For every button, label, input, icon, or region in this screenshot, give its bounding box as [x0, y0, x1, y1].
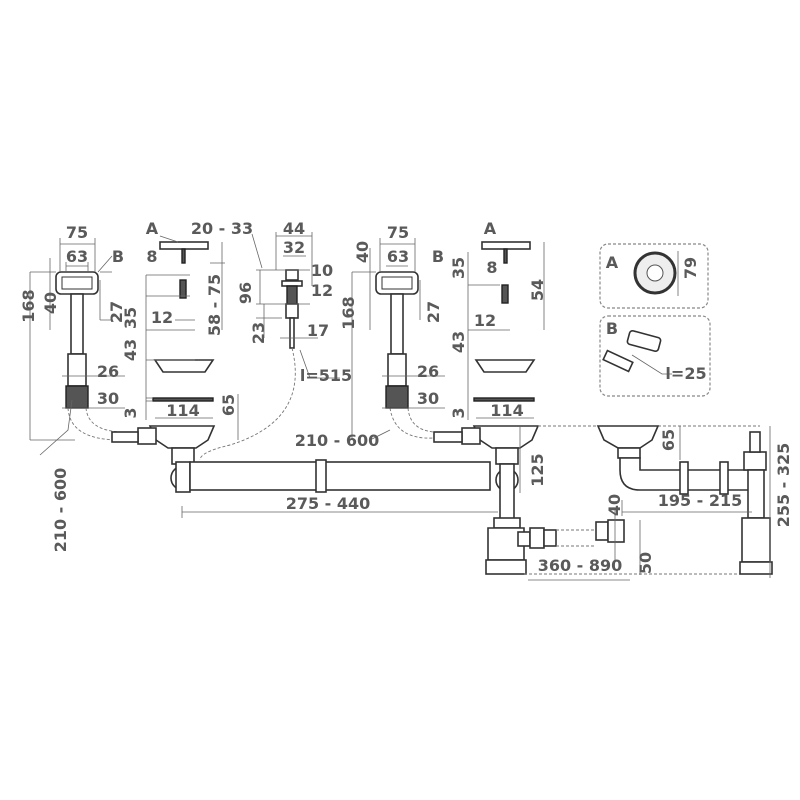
label-right-43: 43: [449, 331, 468, 353]
label-a: A: [146, 219, 159, 238]
label-3: 3: [121, 407, 140, 418]
label-32: 32: [283, 238, 305, 257]
push-button-part: [199, 232, 340, 461]
label-right-75: 75: [387, 223, 409, 242]
label-left-40: 40: [41, 292, 60, 314]
label-79: 79: [681, 257, 700, 279]
label-10: 10: [311, 261, 333, 280]
label-50: 50: [636, 552, 655, 574]
label-right-3: 3: [449, 407, 468, 418]
alt-bottle-trap: [741, 517, 771, 563]
label-left-26: 26: [97, 362, 119, 381]
inset-a: [599, 243, 709, 309]
label-right-63: 63: [387, 247, 409, 266]
button-cable: [199, 347, 296, 461]
label-left-75: 75: [66, 223, 88, 242]
label-left-63: 63: [66, 247, 88, 266]
label-left-b: B: [112, 247, 124, 266]
drain-outlet: [543, 529, 557, 547]
label-l-25: l=25: [665, 364, 706, 383]
strainer-screw: [179, 279, 187, 299]
alt-bowl-strainer: [596, 425, 660, 449]
label-inset-a: A: [606, 253, 619, 272]
dimension-labels: 75 63 B 168 40 27 26 30 210 - 600 A 20 -…: [19, 219, 793, 575]
label-inset-b: B: [606, 319, 618, 338]
label-8: 8: [146, 247, 157, 266]
inset-b: [599, 315, 711, 397]
label-12: 12: [151, 308, 173, 327]
button-cap: [285, 269, 299, 281]
label-right-35: 35: [449, 257, 468, 279]
label-left-210-600: 210 - 600: [51, 468, 70, 553]
label-17: 17: [307, 321, 329, 340]
left-overflow-connector: [111, 431, 139, 443]
label-255-325: 255 - 325: [774, 443, 793, 528]
label-44: 44: [283, 219, 305, 238]
label-l-515: l=515: [300, 366, 352, 385]
label-23: 23: [249, 322, 268, 344]
right-strainer-parts: [467, 241, 545, 420]
label-125: 125: [528, 453, 547, 486]
left-strainer-parts: [145, 233, 263, 440]
drain-adapter: [595, 521, 609, 541]
label-360-890: 360 - 890: [538, 556, 623, 575]
label-alt-65: 65: [659, 429, 678, 451]
label-54: 54: [528, 279, 547, 301]
label-right-26: 26: [417, 362, 439, 381]
strainer-cap: [159, 241, 209, 250]
label-right-168: 168: [339, 296, 358, 329]
label-275-440: 275 - 440: [286, 494, 371, 513]
overflow-hose: [67, 353, 87, 387]
label-right-30: 30: [417, 389, 439, 408]
label-210-600: 210 - 600: [295, 431, 380, 450]
label-40: 40: [605, 494, 624, 516]
connecting-pipe: [189, 461, 491, 491]
label-35: 35: [121, 307, 140, 329]
label-right-b: B: [432, 247, 444, 266]
label-right-27: 27: [424, 301, 443, 323]
left-bowl-strainer: [148, 425, 216, 449]
right-overflow-part: [351, 238, 445, 440]
label-43: 43: [121, 339, 140, 361]
overflow-stem: [70, 293, 84, 355]
label-right-40: 40: [353, 241, 372, 263]
label-right-8: 8: [486, 258, 497, 277]
label-65: 65: [219, 394, 238, 416]
label-button-12: 12: [311, 281, 333, 300]
label-left-30: 30: [97, 389, 119, 408]
alternative-siphon: [596, 425, 773, 578]
label-195-215: 195 - 215: [658, 491, 743, 510]
label-114: 114: [166, 401, 199, 420]
label-right-114: 114: [490, 401, 523, 420]
label-20-33: 20 - 33: [191, 219, 253, 238]
strainer-basket: [153, 359, 215, 373]
label-left-168: 168: [19, 289, 38, 322]
strainer-gasket: [152, 397, 214, 402]
overflow-nut: [65, 385, 89, 409]
label-58-75: 58 - 75: [205, 274, 224, 336]
label-right-12: 12: [474, 311, 496, 330]
main-siphon-assembly: [111, 407, 770, 581]
right-bowl-strainer: [472, 425, 540, 449]
left-overflow-part: [29, 238, 125, 456]
label-96: 96: [236, 282, 255, 304]
label-left-27: 27: [107, 301, 126, 323]
right-overflow-connector: [433, 431, 463, 443]
label-right-a: A: [484, 219, 497, 238]
